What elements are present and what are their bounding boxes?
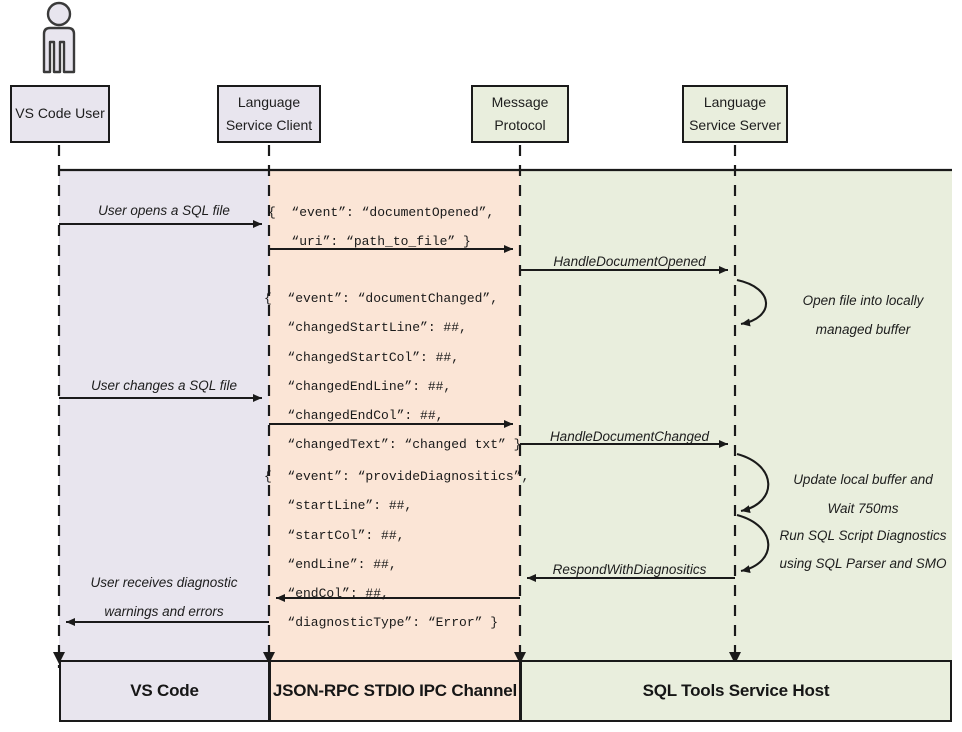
payload-document-changed: { “event”: “documentChanged”, “changedSt…: [264, 291, 522, 453]
participant-vs-code-user[interactable]: VS Code User: [10, 85, 110, 143]
label-user-receives-diagnostics-line2: warnings and errors: [104, 604, 224, 619]
label-open-file-into-buffer-line2: managed buffer: [815, 322, 911, 337]
self-loop-open-file-into-buffer: [736, 278, 767, 327]
payload-document-opened: { “event”: “documentOpened”, “uri”: “pat…: [268, 205, 495, 250]
self-loop-update-buffer-and-wait: [736, 452, 770, 513]
banner-sql-tools-service-host[interactable]: SQL Tools Service Host: [520, 660, 952, 722]
banner-label: JSON-RPC STDIO IPC Channel: [272, 681, 518, 700]
person-icon: [42, 1, 76, 74]
activation-bands: [59, 168, 952, 660]
label-handle-document-opened: HandleDocumentOpened: [553, 254, 706, 269]
message-arrows: [59, 220, 735, 626]
participant-label-line1: Language: [237, 93, 301, 110]
label-user-opens-sql-file: User opens a SQL file: [98, 203, 230, 218]
self-loop-run-sql-script-diagnostics: [736, 513, 770, 573]
label-user-receives-diagnostics-line1: User receives diagnostic: [90, 575, 238, 590]
banner-vs-code[interactable]: VS Code: [59, 660, 270, 722]
label-run-diagnostics-line2: using SQL Parser and SMO: [779, 556, 947, 571]
band-vs-code: [59, 170, 269, 660]
banner-label: SQL Tools Service Host: [642, 681, 830, 700]
label-update-buffer-line2: Wait 750ms: [827, 501, 899, 516]
label-respond-with-diagnositics: RespondWithDiagnositics: [552, 562, 707, 577]
participant-language-service-client[interactable]: Language Service Client: [217, 85, 321, 143]
label-handle-document-changed: HandleDocumentChanged: [549, 429, 710, 444]
label-open-file-into-buffer-line1: Open file into locally: [802, 293, 924, 308]
self-loop-arrows: [736, 278, 770, 573]
band-ipc: [269, 170, 520, 660]
participant-label-line2: Service Server: [689, 117, 781, 133]
label-update-buffer-line1: Update local buffer and: [793, 472, 933, 487]
label-user-changes-sql-file: User changes a SQL file: [90, 378, 238, 393]
participant-label-line2: Protocol: [494, 117, 546, 133]
participant-label-line1: Message: [491, 93, 549, 110]
participant-label-line1: Language: [703, 93, 767, 110]
payload-provide-diagnositics: { “event”: “provideDiagnositics”, “start…: [264, 469, 530, 631]
banner-label: VS Code: [130, 681, 199, 700]
label-run-diagnostics-line1: Run SQL Script Diagnostics: [779, 528, 947, 543]
participant-message-protocol[interactable]: Message Protocol: [471, 85, 569, 143]
banner-ipc-channel[interactable]: JSON-RPC STDIO IPC Channel: [269, 660, 521, 722]
participant-language-service-server[interactable]: Language Service Server: [682, 85, 788, 143]
participant-label-line2: Service Client: [225, 117, 313, 133]
lifelines: [57, 145, 737, 668]
participant-label-line1: VS Code User: [15, 105, 105, 122]
lifeline-terminators: [53, 652, 741, 664]
